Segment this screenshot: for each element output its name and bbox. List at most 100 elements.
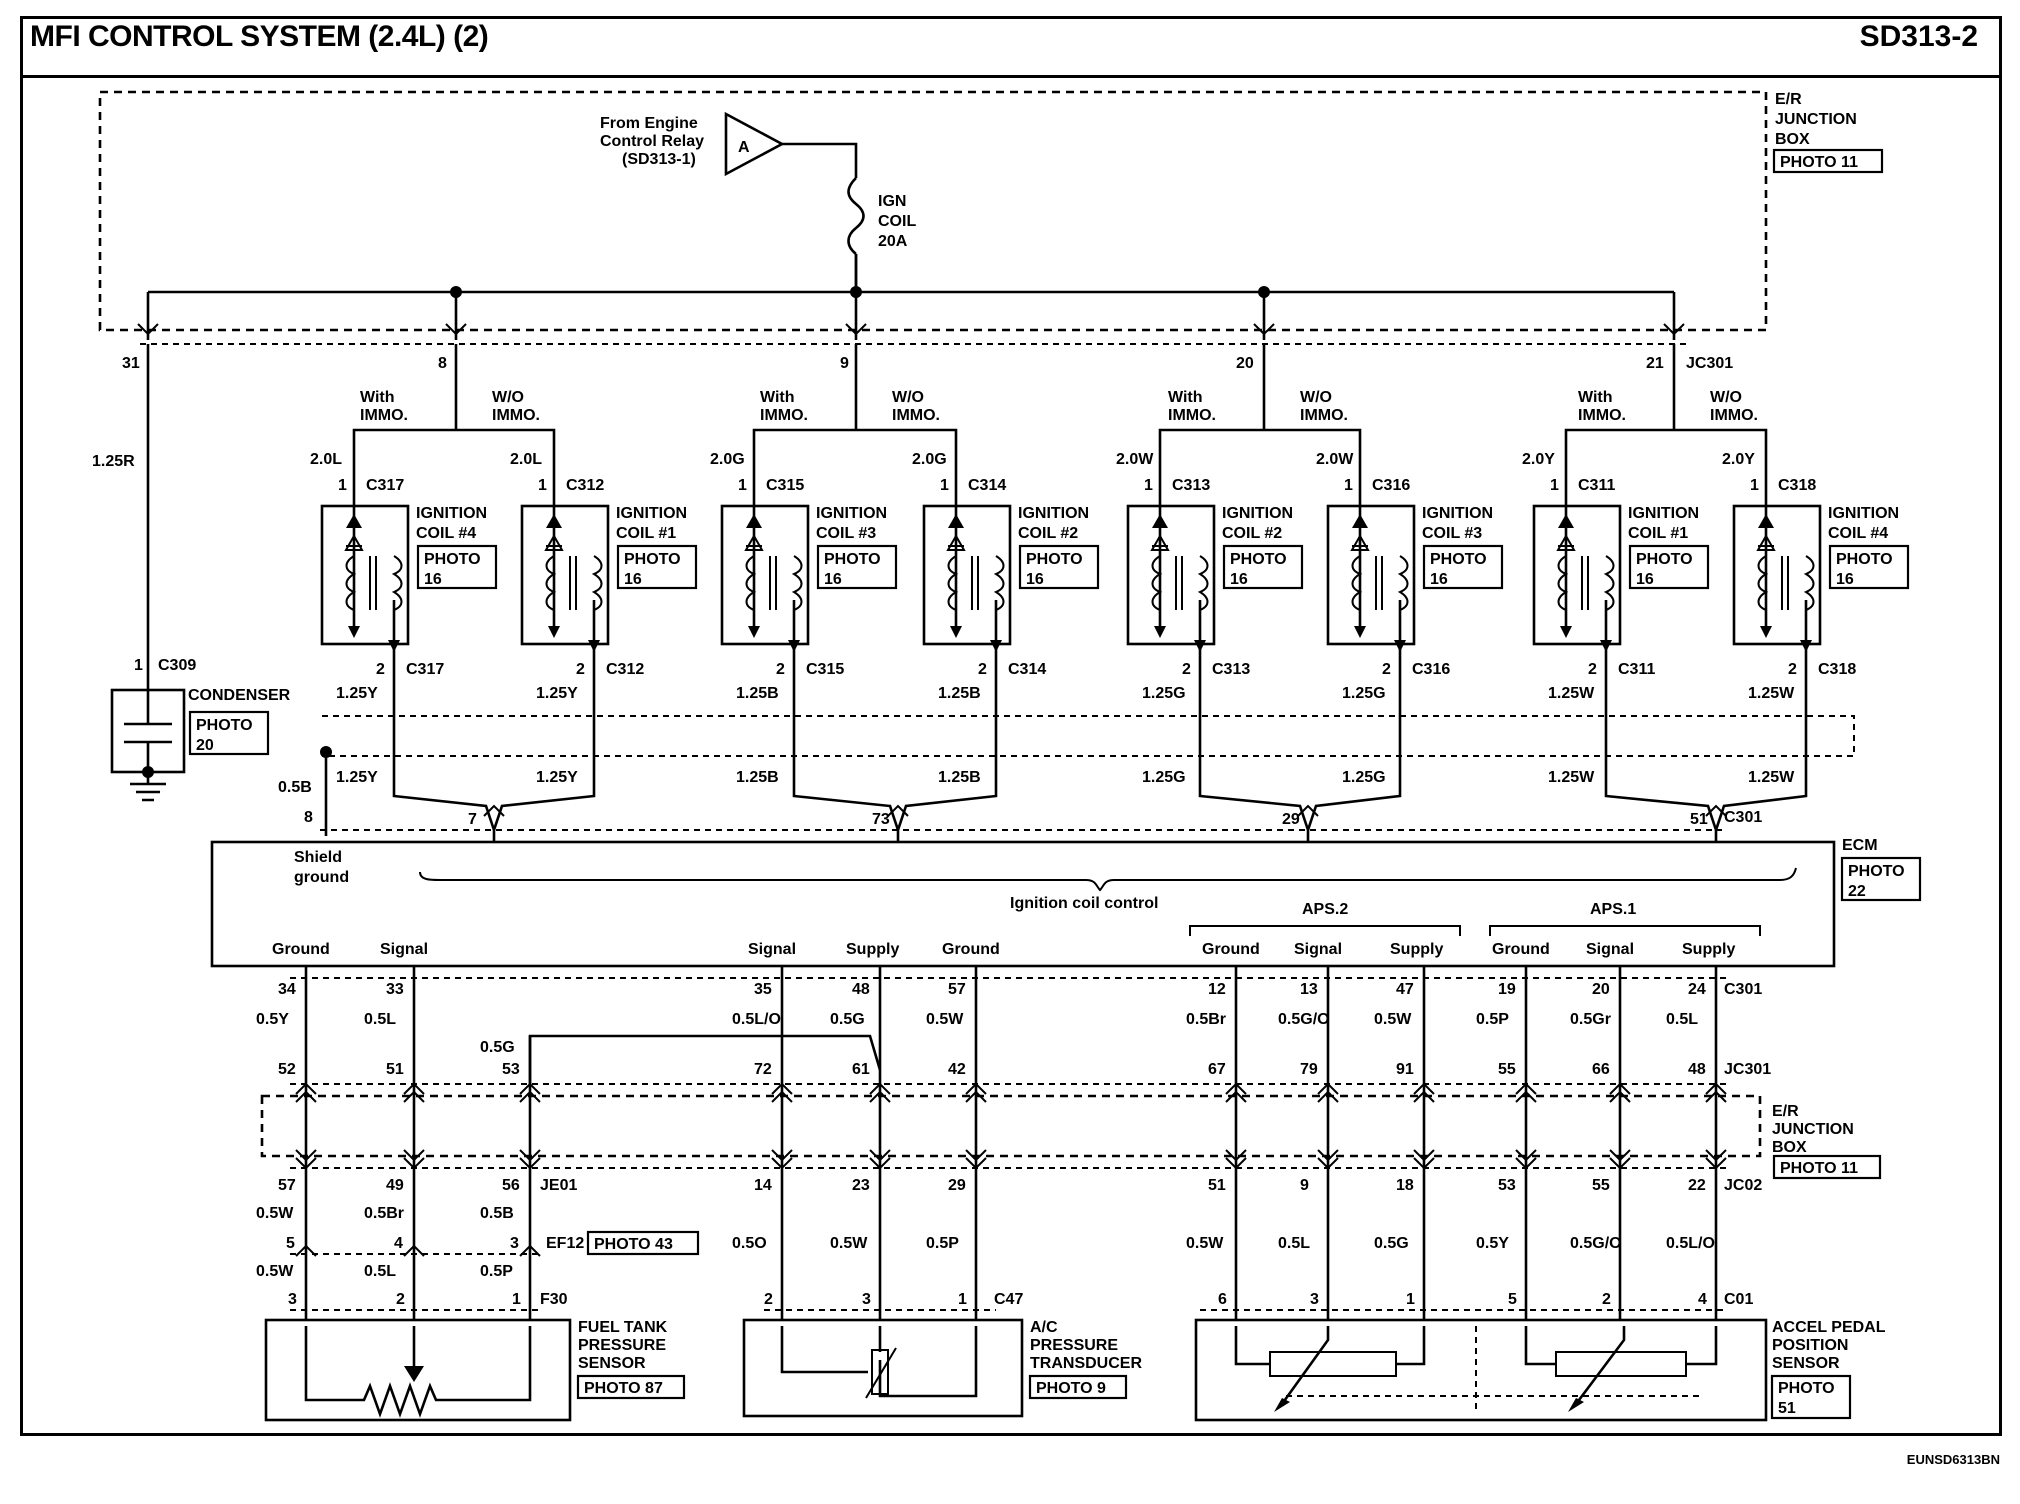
with-immo-label-2: IMMO. (1168, 407, 1216, 424)
pin-9: 9 (840, 355, 849, 372)
wire-color-label-3: 0.5P (480, 1263, 513, 1280)
group-split-wire (1158, 428, 1362, 480)
jc301-pin: 72 (754, 1061, 772, 1078)
ef12-pin: 3 (510, 1235, 519, 1252)
wire-color-label-2: 0.5Br (364, 1205, 404, 1222)
ecm-pin: 13 (1300, 981, 1318, 998)
ecm-pin: 19 (1498, 981, 1516, 998)
coil-feed-wire-label: 2.0G (710, 451, 745, 468)
ef12-photo-box (586, 1230, 700, 1256)
pin-20: 20 (1236, 355, 1254, 372)
wire-color-label: 0.5P (1476, 1011, 1509, 1028)
ef12-chevron (403, 1244, 425, 1257)
ecm-label: ECM (1842, 837, 1878, 854)
wire-color-label-3: 0.5W (256, 1263, 294, 1280)
coil-photo-label: PHOTO (1636, 551, 1693, 568)
shield-ground-label: Shield (294, 849, 342, 866)
coil-photo-number: 16 (1230, 571, 1248, 588)
jc301-pin: 66 (1592, 1061, 1610, 1078)
coil-photo-box (1628, 544, 1710, 590)
aps-sensor-label-2: POSITION (1772, 1337, 1848, 1354)
jc301-pin: 79 (1300, 1061, 1318, 1078)
condenser-photo-label: PHOTO (196, 717, 253, 734)
ignition-coil-control-label: Ignition coil control (1010, 895, 1158, 912)
ecm-pin-chevron (1297, 804, 1319, 817)
pin-8: 8 (438, 355, 447, 372)
ecm-pin: 34 (278, 981, 296, 998)
ecm-pin: 20 (1592, 981, 1610, 998)
sensor-wiring: Ground340.5Y52570.5W50.5W3Signal330.5L51… (256, 941, 1735, 1331)
coil-feed-wire-label: 2.0Y (1722, 451, 1755, 468)
supply-jumper-wire (528, 1034, 882, 1084)
coil-connector-top: C317 (366, 477, 404, 494)
coil-photo-number: 16 (424, 571, 442, 588)
ac-sensor-label-2: PRESSURE (1030, 1337, 1118, 1354)
fuel-photo-box (576, 1374, 686, 1400)
diode-icon (746, 514, 762, 528)
junction-chevrons (771, 1082, 793, 1170)
ac-sensor-label-3: TRANSDUCER (1030, 1355, 1142, 1372)
jc301-pin: 55 (1498, 1061, 1516, 1078)
coil-connector-bottom: C313 (1212, 661, 1250, 678)
aps-photo-label: PHOTO (1778, 1380, 1835, 1397)
wire-color-label: 0.5G (480, 1039, 515, 1056)
ecm-ignition-pin: 51 (1690, 811, 1708, 828)
group-split-wire (352, 428, 556, 480)
diode-icon (1558, 514, 1574, 528)
primary-winding-icon (1757, 555, 1769, 611)
with-immo-label: With (1578, 389, 1613, 406)
coil-pin-2: 2 (1182, 661, 1191, 678)
c47-label: C47 (994, 1291, 1023, 1308)
without-immo-label: W/O (492, 389, 524, 406)
ecm-function-label: Signal (1586, 941, 1634, 958)
coil-photo-box (1222, 544, 1304, 590)
wire-color-label: 0.5G (830, 1011, 865, 1028)
coil-connector-top: C318 (1778, 477, 1816, 494)
sensor-pin: 1 (1406, 1291, 1415, 1308)
zener-icon (1350, 533, 1370, 551)
without-immo-label: W/O (1710, 389, 1742, 406)
zener-icon (946, 533, 966, 551)
coil-output-wire-label-2: 1.25W (1548, 769, 1595, 786)
ignition-coil-label: IGNITION (616, 505, 687, 522)
ecm-function-label: Ground (1492, 941, 1550, 958)
coil-photo-number: 16 (1636, 571, 1654, 588)
coil-output-wire-label: 1.25G (1142, 685, 1186, 702)
wire-color-label-2: 0.5W (830, 1235, 868, 1252)
coil-output-wire-label-2: 1.25B (938, 769, 981, 786)
coil-output-wire-label-2: 1.25W (1748, 769, 1795, 786)
with-immo-label: With (1168, 389, 1203, 406)
wire-color-label: 0.5L (1666, 1011, 1698, 1028)
jc301-pin: 67 (1208, 1061, 1226, 1078)
jc02-pin: 9 (1300, 1177, 1309, 1194)
coil-to-ecm-wire (1198, 660, 1402, 842)
sensor-pin: 3 (862, 1291, 871, 1308)
jc02-pin: 55 (1592, 1177, 1610, 1194)
coil-connector-bottom: C316 (1412, 661, 1450, 678)
condenser-pin: 1 (134, 657, 143, 674)
wire-color-label: 0.5W (1374, 1011, 1412, 1028)
coil-connector-bottom: C317 (406, 661, 444, 678)
without-immo-label-2: IMMO. (1710, 407, 1758, 424)
ecm-ignition-pin: 29 (1282, 811, 1300, 828)
coil-connector-top: C313 (1172, 477, 1210, 494)
secondary-winding-icon (1603, 555, 1615, 616)
coil-arrow-icon (548, 626, 600, 652)
coil-pin-1: 1 (538, 477, 547, 494)
diode-icon (1758, 514, 1774, 528)
wire-color-label-2: 0.5P (926, 1235, 959, 1252)
wire-color-label: 0.5L/O (732, 1011, 781, 1028)
wire-color-label: 0.5Gr (1570, 1011, 1611, 1028)
coil-arrow-icon (1760, 626, 1812, 652)
coil-connector-top: C316 (1372, 477, 1410, 494)
ecm-function-label: Ground (1202, 941, 1260, 958)
connector-a-triangle (724, 111, 785, 177)
title-bar (20, 16, 2002, 78)
ac-photo-box (1028, 1374, 1128, 1400)
resistor-icon (346, 1382, 450, 1418)
jc301-bottom-label: JC301 (1724, 1061, 1771, 1078)
ecm-pin: 12 (1208, 981, 1226, 998)
fuel-sensor-label-2: PRESSURE (578, 1337, 666, 1354)
coil-feed-wire-label: 2.0G (912, 451, 947, 468)
